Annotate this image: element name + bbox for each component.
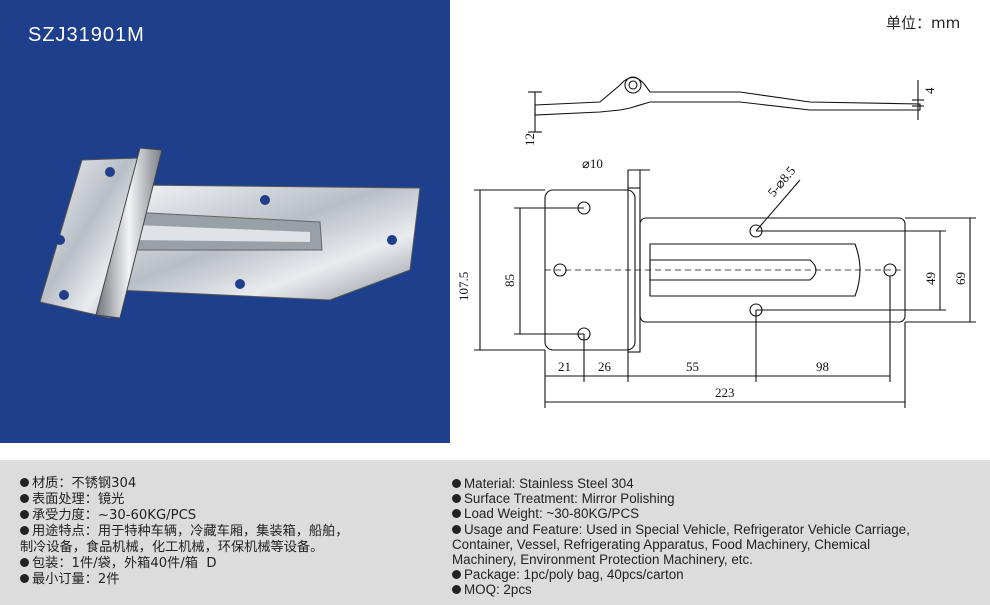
photo-hole	[59, 290, 69, 300]
hinge-pin	[95, 147, 163, 319]
bullet-icon	[20, 494, 29, 503]
bullet-icon	[452, 509, 461, 519]
dim-98: 98	[816, 359, 829, 374]
dim-21: 21	[558, 359, 571, 374]
spec-item: Surface Treatment: Mirror Polishing	[452, 491, 972, 506]
dim-12: 12	[522, 133, 537, 146]
spec-item: 材质：不锈钢304	[20, 476, 440, 492]
bullet-icon	[452, 494, 461, 504]
spec-item: MOQ: 2pcs	[452, 582, 972, 597]
model-number: SZJ31901M	[28, 24, 145, 46]
photo-hole	[260, 195, 270, 205]
spec-panel: 材质：不锈钢304 表面处理：镜光 承受力度：~30-60KG/PCS 用途特点…	[0, 460, 990, 605]
dim-85: 85	[502, 274, 517, 287]
spec-item: 最小订量：2件	[20, 572, 440, 588]
spec-item: 承受力度：~30-60KG/PCS	[20, 508, 440, 524]
photo-hole	[105, 167, 115, 177]
dim-4: 4	[922, 87, 937, 94]
hinge-photo	[39, 147, 421, 319]
bullet-icon	[20, 510, 29, 519]
spec-item: Load Weight: ~30-80KG/PCS	[452, 506, 972, 521]
unit-label: 单位：mm	[886, 14, 961, 32]
spec-item: 用途特点：用于特种车辆，冷藏车厢，集装箱，船舶， 制冷设备，食品机械，化工机械，…	[20, 524, 349, 555]
dim-diameter-10: ⌀10	[582, 156, 603, 171]
bullet-icon	[452, 570, 461, 580]
product-photo-panel: SZJ31901M	[0, 0, 450, 443]
spec-list-chinese: 材质：不锈钢304 表面处理：镜光 承受力度：~30-60KG/PCS 用途特点…	[20, 476, 440, 588]
dim-55: 55	[686, 359, 699, 374]
dim-5-holes: 5-⌀8.5	[764, 163, 798, 199]
bullet-icon	[452, 585, 461, 595]
dim-26: 26	[598, 359, 612, 374]
spec-list-english: Material: Stainless Steel 304 Surface Tr…	[452, 476, 972, 598]
dim-69: 69	[953, 272, 968, 285]
bullet-icon	[20, 526, 29, 535]
bullet-icon	[452, 479, 461, 488]
front-slot	[649, 243, 861, 297]
dim-223: 223	[715, 385, 735, 400]
dim-107-5: 107.5	[456, 272, 471, 301]
spec-item: Usage and Feature: Used in Special Vehic…	[452, 521, 910, 568]
photo-hole	[235, 279, 245, 289]
bullet-icon	[20, 574, 29, 583]
technical-drawing: 12 4 ⌀10 5-⌀8.5 107.5 85 49 69 21 26 55 …	[456, 76, 976, 408]
bullet-icon	[20, 558, 29, 567]
photo-hole	[387, 235, 397, 245]
spec-item: Package: 1pc/poly bag, 40pcs/carton	[452, 567, 972, 582]
bullet-icon	[452, 524, 461, 534]
spec-item: 包装：1件/袋，外箱40件/箱 D	[20, 556, 440, 572]
dim-49: 49	[923, 272, 938, 285]
spec-item: Material: Stainless Steel 304	[452, 476, 972, 491]
side-view	[534, 76, 921, 116]
spec-item: 表面处理：镜光	[20, 492, 440, 508]
photo-hole	[55, 235, 65, 245]
drawing-hole	[553, 263, 567, 277]
bullet-icon	[20, 478, 29, 487]
